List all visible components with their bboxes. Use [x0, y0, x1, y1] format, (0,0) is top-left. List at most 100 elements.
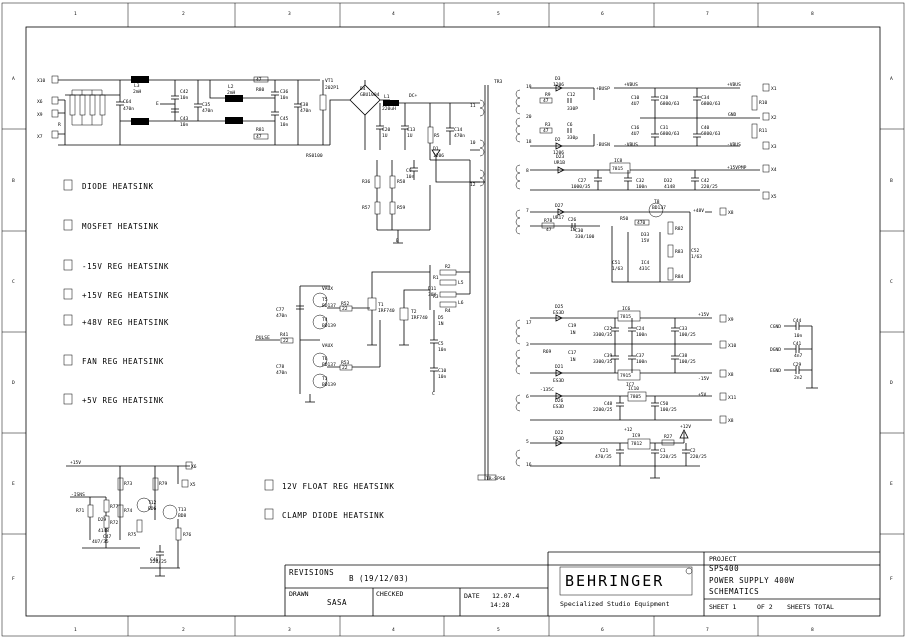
ic7-label: IC7 — [626, 382, 635, 388]
col-label: 2 — [182, 11, 185, 17]
row-label: B — [890, 178, 893, 184]
vt1-value: 202P1 — [325, 85, 339, 91]
l1-label: L1 — [384, 94, 390, 100]
t3-label: T3 — [322, 376, 328, 382]
transformer-pin: 16 — [526, 462, 532, 468]
r11-label: R11 — [759, 128, 768, 134]
shape — [762, 191, 770, 200]
l2-label: L2 — [228, 84, 234, 90]
r72-label: R72 — [110, 520, 119, 526]
label-text: B — [396, 238, 399, 244]
col-label: 8 — [811, 627, 814, 633]
gnd-cap-label: DGND — [770, 347, 781, 353]
c52-value: 1/63 — [691, 254, 702, 260]
r79-label: R79 — [159, 481, 168, 487]
vvus-p-label: +VBUS — [727, 82, 741, 88]
mosfet-driver-section: C77 470n T5 BD137 T4 BD139 VAUX R52 22 R… — [255, 160, 471, 403]
r83-label: R83 — [675, 249, 684, 255]
c50-label: C50 — [660, 401, 669, 407]
bus-n-label: -BUSN — [596, 142, 610, 148]
v12-label: +12V — [680, 424, 691, 430]
r80-label: R80 — [256, 87, 265, 93]
title-block: REVISIONS B (19/12/03) DRAWN SASA CHECKE… — [284, 551, 880, 616]
col-label: 6 — [601, 11, 604, 17]
label-text: VAUX — [322, 343, 333, 349]
c10-label: C10 — [631, 95, 640, 101]
c20-value: 1U — [382, 133, 388, 139]
c12-value: 330P — [567, 106, 578, 112]
resistor-r73 — [117, 477, 124, 491]
row-label: A — [12, 76, 15, 82]
c31-label: C31 — [660, 125, 669, 131]
r53-label: R53 — [341, 360, 350, 366]
label-text: C — [432, 391, 435, 397]
c29-label: C29 — [793, 362, 802, 368]
r9-label: R9 — [545, 92, 551, 98]
col-label: 4 — [392, 11, 395, 17]
c50-value: 100/25 — [660, 407, 677, 413]
d25-label: D25 — [555, 304, 564, 310]
pulse-label: PULSE — [256, 335, 270, 341]
c48-label: C48 — [604, 401, 613, 407]
c38b-value: 100/25 — [679, 359, 696, 365]
c64-value: 470n — [123, 106, 134, 112]
label-text: X6 — [191, 464, 197, 470]
c42b-value: 220/25 — [701, 184, 718, 190]
c46-label: C46 — [150, 557, 159, 563]
heatsink-label: +48V REG HEATSINK — [82, 318, 169, 327]
d26-value: ES3D — [553, 404, 564, 410]
r9-value: 47 — [543, 98, 549, 104]
fan-x5-label: X5 — [190, 482, 196, 488]
d29-label: D29 — [98, 517, 107, 523]
c5-value: 10n — [438, 347, 447, 353]
t6-value: BD137 — [322, 362, 336, 368]
t5-label: T5 — [322, 297, 328, 303]
c19-label: C19 — [568, 323, 577, 329]
l2-value: 2mH — [227, 90, 236, 96]
ic9-value: 7812 — [631, 441, 642, 447]
r82-label: R82 — [675, 226, 684, 232]
transistor-t5 — [312, 292, 328, 308]
resistor-r72 — [103, 515, 110, 529]
input-filter-section: X10 X6 X9 X7 R C64 470n L3 2mH E C42 10n… — [37, 75, 485, 244]
vbus-n-label: -VBUS — [624, 142, 638, 148]
t3-value: BD139 — [322, 382, 336, 388]
r74-label: R74 — [124, 508, 133, 514]
row-label: C — [890, 279, 893, 285]
col-label: 1 — [74, 627, 77, 633]
diode-d25 — [555, 314, 563, 322]
c47-label: C47 — [103, 534, 112, 540]
diode-d22 — [555, 439, 563, 447]
diode-d1 — [431, 149, 441, 157]
c26-label: C26 — [568, 217, 577, 223]
t12-value: BD6 — [148, 506, 157, 512]
d29-value: 4148 — [98, 528, 109, 534]
vt1-label: VT1 — [325, 78, 334, 84]
r81-value: 47 — [256, 134, 262, 140]
heatsink-symbol — [63, 219, 73, 231]
heatsink-label: +15V REG HEATSINK — [82, 291, 169, 300]
heatsink-symbol — [63, 393, 73, 405]
date-value: 12.07.4 — [492, 592, 519, 600]
r41-value: 22 — [283, 338, 289, 344]
col-label: 5 — [497, 627, 500, 633]
c12-label: C12 — [567, 92, 576, 98]
r71-label: R71 — [76, 508, 85, 514]
t2-value: IRF740 — [411, 315, 428, 321]
r50-label: R50 — [620, 216, 629, 222]
shape — [762, 164, 770, 173]
c51-value: 1/63 — [612, 266, 623, 272]
c35-label: C35 — [202, 102, 211, 108]
d3-label: D3 — [555, 76, 561, 82]
c36-value: 10n — [280, 95, 289, 101]
col-label: 7 — [706, 11, 709, 17]
d23-value: UR1B — [554, 160, 565, 166]
inductor-l3-top — [131, 76, 149, 83]
resistor-r9 — [539, 97, 553, 104]
c5-label: C5 — [438, 341, 444, 347]
diode-d3 — [555, 84, 563, 92]
c24-label: C24 — [636, 326, 645, 332]
r77-label: R77 — [110, 504, 119, 510]
d1-label: D1 — [433, 146, 439, 152]
label-text: X5 — [771, 194, 777, 200]
